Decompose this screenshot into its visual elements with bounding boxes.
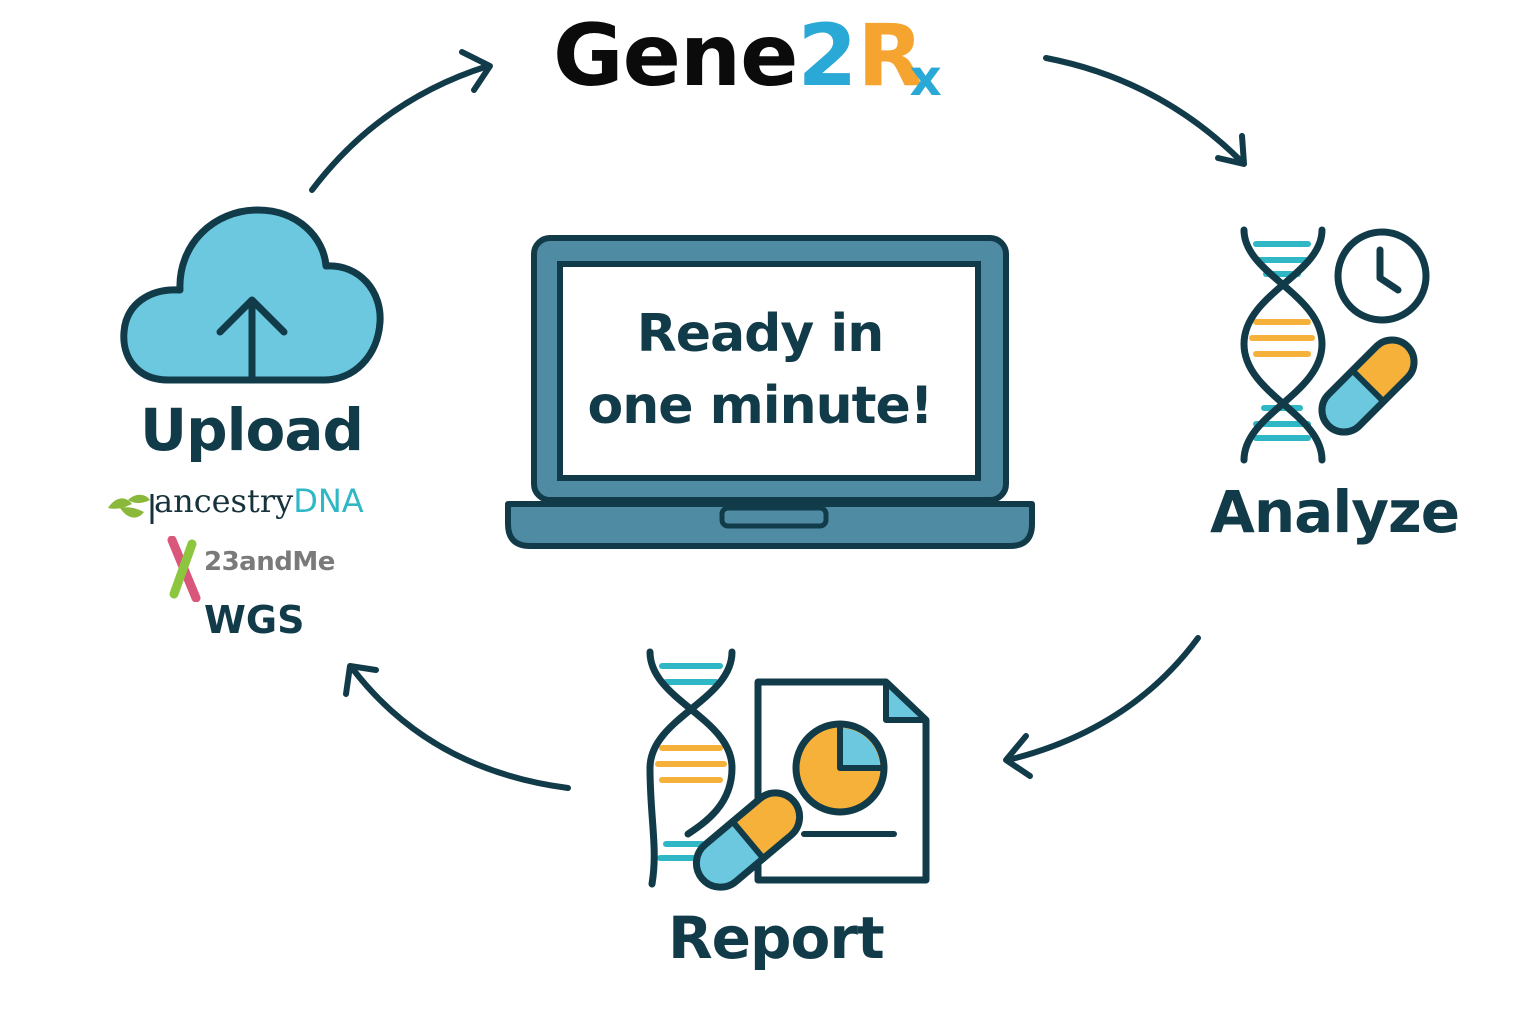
analyze-icon-group: [1240, 226, 1430, 464]
report-icon-group: [646, 648, 930, 891]
pill-icon: [692, 789, 804, 891]
laptop-screen-message: Ready in one minute!: [560, 298, 960, 442]
step-analyze-label: Analyze: [1210, 478, 1460, 546]
pie-chart-icon: [792, 720, 888, 816]
cloud-upload-icon: [120, 206, 384, 384]
laptop-screen-line1: Ready in: [636, 304, 884, 364]
clock-icon: [1334, 228, 1430, 324]
pill-icon: [1318, 336, 1418, 436]
step-upload-label: Upload: [140, 396, 364, 464]
23andme-text: 23andMe: [204, 546, 335, 577]
step-report-label: Report: [668, 904, 885, 972]
23andme-logo: 23andMe: [166, 535, 335, 603]
ancestry-dna-text: DNA: [293, 482, 364, 520]
dna-icon: [1240, 226, 1326, 464]
laptop-icon: [505, 235, 1035, 549]
23andme-chromosome-icon: [167, 535, 201, 603]
brand-logo-gene: Gene: [553, 6, 798, 106]
brand-logo-2: 2: [797, 6, 858, 106]
dna-icon: [646, 648, 736, 888]
brand-logo-x: x: [909, 49, 942, 107]
ancestrydna-logo: ancestryDNA: [106, 482, 364, 526]
wgs-label: WGS: [204, 598, 305, 642]
ancestry-text: ancestry: [154, 482, 294, 520]
leaf-icon: [108, 493, 154, 524]
brand-logo: Gene2Rx: [553, 6, 956, 107]
laptop-screen-line2: one minute!: [587, 376, 933, 436]
brand-logo-r: R: [857, 6, 924, 106]
